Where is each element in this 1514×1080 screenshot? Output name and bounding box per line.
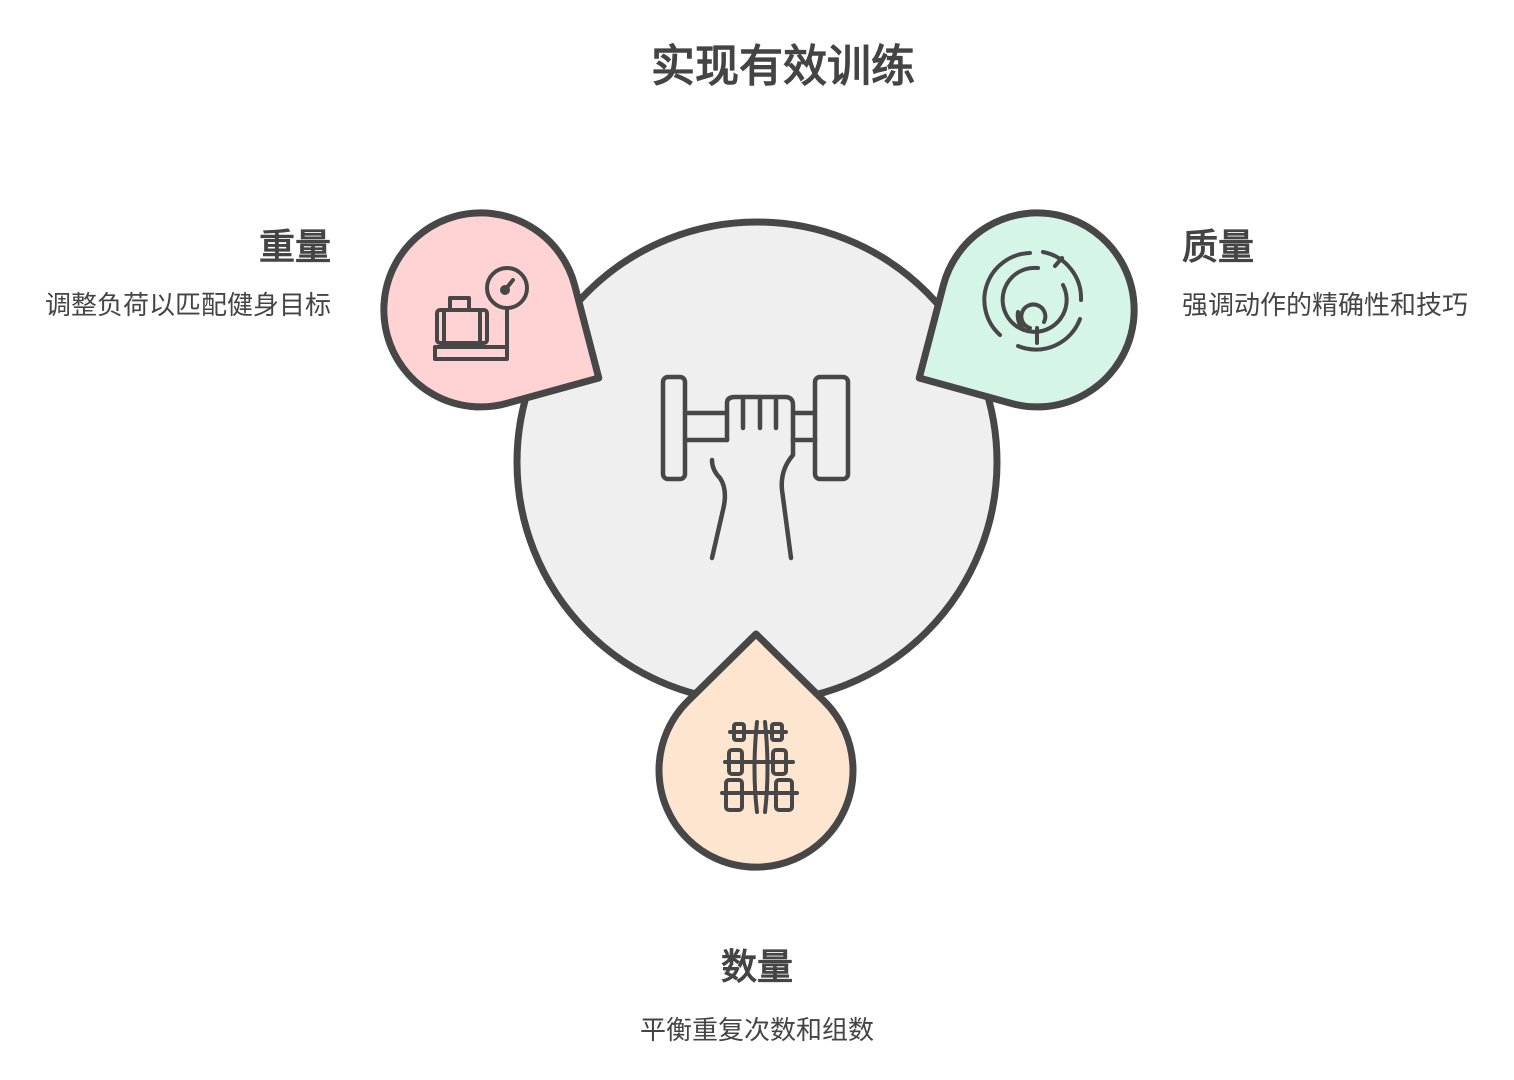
weight-desc: 调整负荷以匹配健身目标 [44, 291, 331, 321]
weight-title: 重量 [258, 227, 331, 268]
maze-icon [982, 250, 1084, 352]
quality-desc: 强调动作的精确性和技巧 [1182, 291, 1469, 321]
quality-title: 质量 [1182, 227, 1255, 268]
page-title: 实现有效训练 [651, 41, 915, 92]
quantity-desc: 平衡重复次数和组数 [639, 1016, 874, 1046]
drop-quality [915, 209, 1138, 411]
center-circle [513, 218, 1001, 706]
dumbbell-rack-icon [720, 720, 799, 814]
quantity-title: 数量 [720, 947, 793, 988]
dumbbell-hand-icon [660, 374, 851, 561]
luggage-scale-icon [433, 266, 529, 361]
